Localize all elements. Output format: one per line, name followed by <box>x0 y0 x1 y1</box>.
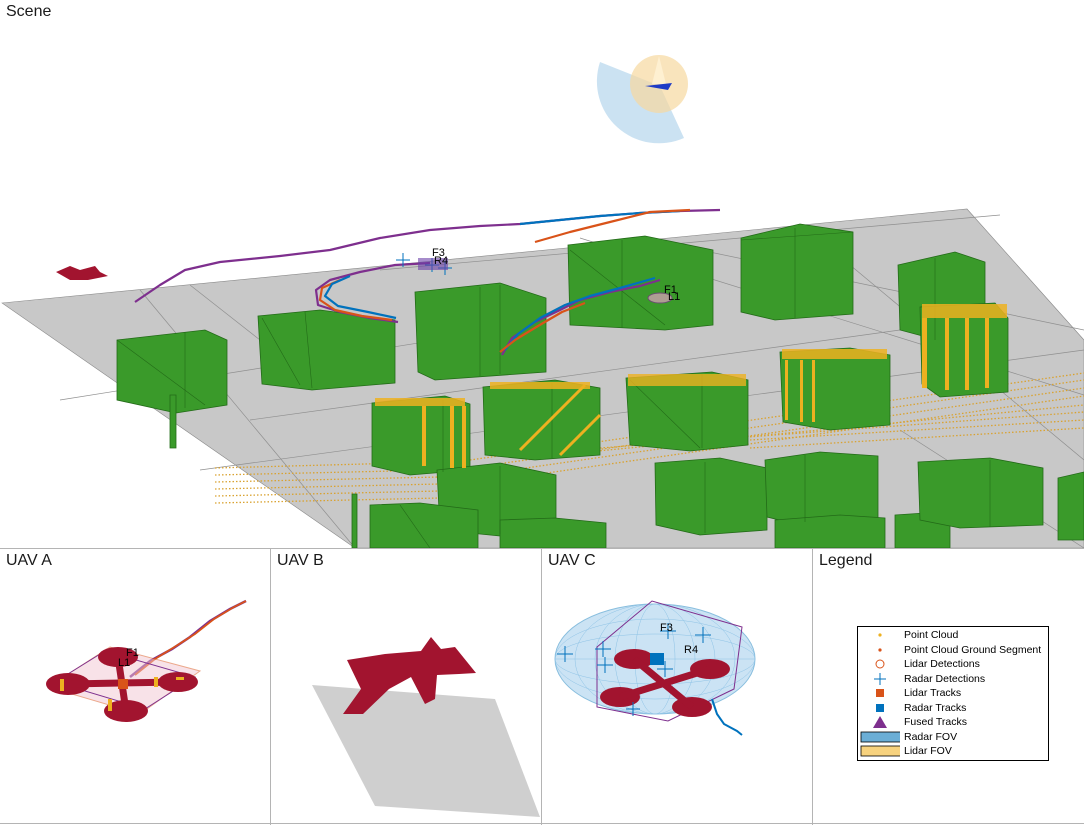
uav-b-plane-body <box>343 637 476 714</box>
uav-b-plane <box>56 266 108 280</box>
trajectory-radar-c <box>504 276 656 351</box>
radar-fov-swatch-icon <box>860 731 900 742</box>
panel-title-scene: Scene <box>6 3 52 20</box>
uav-c-panel[interactable]: F3 R4 UAV C <box>542 549 813 825</box>
point-cloud-streak <box>518 383 587 452</box>
ground-segment-icon <box>878 647 882 652</box>
trajectory-radar <box>519 209 681 226</box>
building <box>654 457 768 536</box>
uav-c-radar-track <box>650 653 664 665</box>
point-cloud-icon <box>878 633 882 637</box>
building <box>169 394 177 449</box>
scene-canvas[interactable]: F3 R4 F1 L1 <box>0 0 1084 548</box>
uav-c-marker <box>418 258 448 270</box>
legend-item-lidar-detections: Lidar Detections <box>858 657 1048 671</box>
bottom-divider <box>0 823 1084 824</box>
radar-track-icon <box>876 703 884 712</box>
legend-panel: Legend Point Cloud Point Cloud Ground Se… <box>813 549 1084 825</box>
legend-box: Point Cloud Point Cloud Ground Segment L… <box>857 626 1049 761</box>
scene-panel[interactable]: F3 R4 F1 L1 Scene <box>0 0 1084 549</box>
uav-b-panel[interactable]: UAV B <box>271 549 542 825</box>
panel-title-uav-a: UAV A <box>6 552 52 569</box>
building <box>414 282 547 381</box>
uav-c-ellipsoid-mesh <box>554 603 756 715</box>
uav-c-quadrotor <box>600 649 730 717</box>
uav-c-fused-box <box>596 600 743 722</box>
panel-title-legend: Legend <box>819 552 873 569</box>
legend-item-radar-fov: Radar FOV <box>858 730 1048 744</box>
building <box>351 493 358 548</box>
uav-c-trajectory <box>711 698 743 736</box>
building <box>625 371 749 452</box>
legend-item-point-cloud: Point Cloud <box>858 628 1048 642</box>
trajectory-lidar <box>534 208 691 244</box>
uav-c-canvas[interactable]: F3 R4 <box>542 549 812 825</box>
scene-label-f3: F3 <box>432 247 445 259</box>
legend-item-lidar-fov: Lidar FOV <box>858 744 1048 758</box>
building <box>764 451 879 526</box>
building <box>257 309 396 391</box>
building-point-cloud <box>375 304 1007 468</box>
legend-item-fused-tracks: Fused Tracks <box>858 715 1048 729</box>
building <box>779 347 891 431</box>
building <box>917 457 1044 529</box>
building <box>1057 471 1084 541</box>
trajectory-lidar-c <box>499 301 586 353</box>
uav-c-radar-detections <box>557 623 711 716</box>
uav-c-label-r4: R4 <box>684 644 698 656</box>
trajectories <box>134 208 721 356</box>
lidar-fov-cone <box>652 56 666 84</box>
uav-c-label-f3: F3 <box>660 622 673 634</box>
trajectory-radar-b <box>323 274 397 320</box>
scene-label-f1: F1 <box>664 284 677 296</box>
building <box>774 514 886 548</box>
uav-b-canvas[interactable] <box>271 549 541 825</box>
uav-a-lidar-track <box>118 679 128 689</box>
trajectory-lidar-b <box>318 278 393 322</box>
building <box>499 517 607 548</box>
uav-a-label-l1: L1 <box>118 657 130 669</box>
legend-item-ground-segment: Point Cloud Ground Segment <box>858 643 1048 657</box>
building <box>369 502 479 548</box>
building <box>482 379 601 461</box>
building <box>116 329 228 414</box>
building <box>371 395 471 476</box>
uav-a-panel[interactable]: F1 L1 UAV A <box>0 549 271 825</box>
scene-label-r4: R4 <box>434 255 448 267</box>
panel-title-uav-c: UAV C <box>548 552 596 569</box>
scene-label-l1: L1 <box>668 291 680 303</box>
lidar-fov-swatch-icon <box>860 745 900 757</box>
building-facets <box>116 228 991 548</box>
lidar-track-icon <box>876 689 884 697</box>
legend-item-radar-tracks: Radar Tracks <box>858 701 1048 715</box>
legend-item-lidar-tracks: Lidar Tracks <box>858 686 1048 700</box>
lidar-detection-icon <box>875 659 885 669</box>
uav-a-marker <box>647 292 673 304</box>
fov-uav-marker <box>645 83 672 90</box>
uav-b-ground <box>312 685 540 817</box>
radar-detection-icon <box>874 672 886 685</box>
panel-title-uav-b: UAV B <box>277 552 324 569</box>
fused-track-icon <box>873 716 887 728</box>
uav-a-quadrotor <box>46 647 198 722</box>
building <box>740 223 854 321</box>
uav-a-canvas[interactable]: F1 L1 <box>0 549 270 825</box>
uav-a-label-f1: F1 <box>126 647 139 659</box>
legend-item-radar-detections: Radar Detections <box>858 672 1048 686</box>
uav-a-points <box>60 677 184 711</box>
point-cloud-streak <box>558 413 602 457</box>
